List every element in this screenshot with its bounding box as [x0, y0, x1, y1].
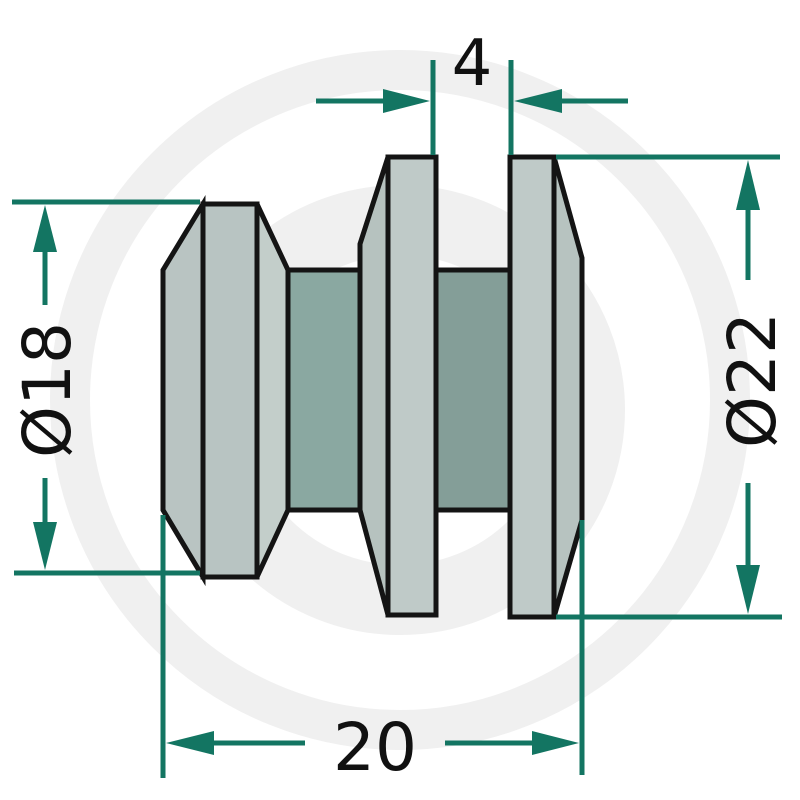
small-flange	[160, 195, 291, 587]
middle-flange	[357, 154, 439, 618]
small-diameter-label: Ø18	[9, 322, 86, 458]
large-flange	[507, 154, 585, 620]
width-dimension-label: 4	[452, 27, 493, 101]
overall-length-label: 20	[333, 709, 417, 786]
large-diameter-label: Ø22	[714, 312, 791, 448]
dimension-lines	[12, 60, 782, 778]
